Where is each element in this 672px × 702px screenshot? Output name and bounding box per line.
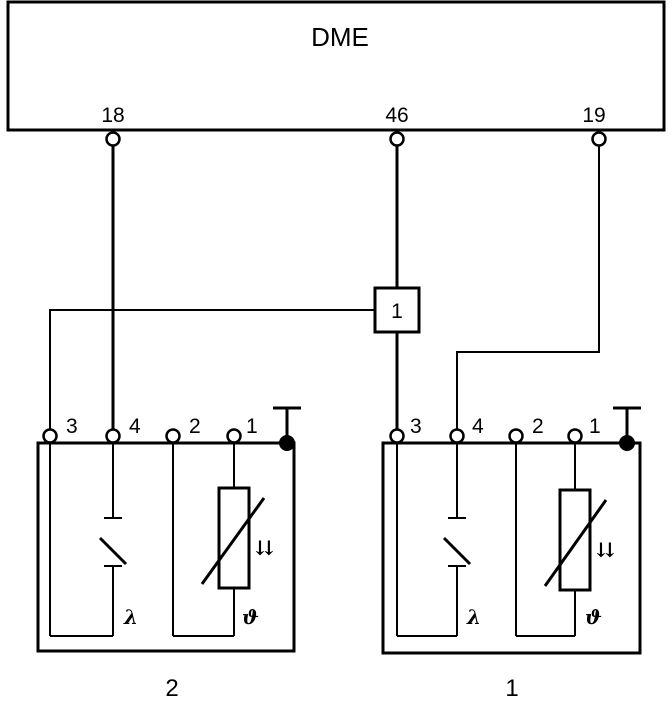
sensor-2-heat-arrows: ⇊: [255, 536, 273, 560]
sensor-1-resistor-variable-arrow: [543, 499, 608, 587]
sensor-2-unit-label: 2: [165, 675, 178, 702]
dme-pin-19-label: 19: [582, 104, 605, 127]
sensor-2-resistor-variable-arrow: [200, 497, 266, 585]
junction-box: [373, 286, 421, 334]
sensor-2-pin-3-label: 3: [66, 415, 78, 438]
sensor-2-switch-blade: [98, 536, 128, 566]
wire-dme19-to-sensor1-pin4: [456, 146, 600, 430]
sensor-1-switch-blade: [442, 536, 472, 566]
sensor-1-heater-resistor: [558, 488, 592, 592]
sensor-2-lambda-symbol: λ: [123, 605, 138, 629]
junction-label: 1: [391, 300, 403, 323]
sensor-1-theta-symbol: ϑ: [585, 605, 602, 629]
dme-label: DME: [311, 22, 369, 52]
sensor-1-pin-1-label: 1: [589, 415, 601, 438]
dme-pin-18: [105, 131, 121, 147]
sensor-1-heat-arrows: ⇊: [596, 538, 614, 562]
sensor-2-pin-4-label: 4: [129, 415, 141, 438]
dme-unit-box: [6, 0, 666, 132]
dme-pin-18-label: 18: [101, 104, 124, 127]
sensor-1-unit-label: 1: [505, 675, 518, 702]
sensor-1-housing: [381, 441, 642, 655]
sensor-1-pin-2: [508, 428, 524, 444]
sensor-1-pin-3: [389, 428, 405, 444]
sensor-2-pin-3: [42, 428, 58, 444]
dme-pin-19: [591, 131, 607, 147]
dme-pin-46: [389, 131, 405, 147]
sensor-1-pin-4: [449, 428, 465, 444]
sensor-2-pin-4: [105, 428, 121, 444]
sensor-2-pin-1: [226, 428, 242, 444]
sensor-2-pin-1-label: 1: [246, 415, 258, 438]
oxygen-sensor-1: λ ⇊ ϑ 3 4 2 1 1: [381, 406, 642, 702]
sensor-1-lambda-symbol: λ: [466, 605, 481, 629]
sensor-1-pin-3-label: 3: [410, 415, 422, 438]
wire-junction-to-sensor2-pin3: [49, 309, 374, 430]
sensor-2-ground-node: [279, 435, 295, 451]
sensor-1-pin-2-label: 2: [532, 415, 544, 438]
sensor-2-theta-symbol: ϑ: [242, 605, 259, 629]
sensor-1-pin-1: [567, 428, 583, 444]
oxygen-sensor-2: λ ⇊ ϑ 3 4 2 1 2: [36, 406, 301, 702]
dme-pin-46-label: 46: [385, 104, 408, 127]
sensor-2-housing: [36, 441, 296, 653]
sensor-1-ground-node: [619, 435, 635, 451]
sensor-1-pin-4-label: 4: [472, 415, 484, 438]
sensor-2-pin-2: [165, 428, 181, 444]
sensor-2-pin-2-label: 2: [189, 415, 201, 438]
